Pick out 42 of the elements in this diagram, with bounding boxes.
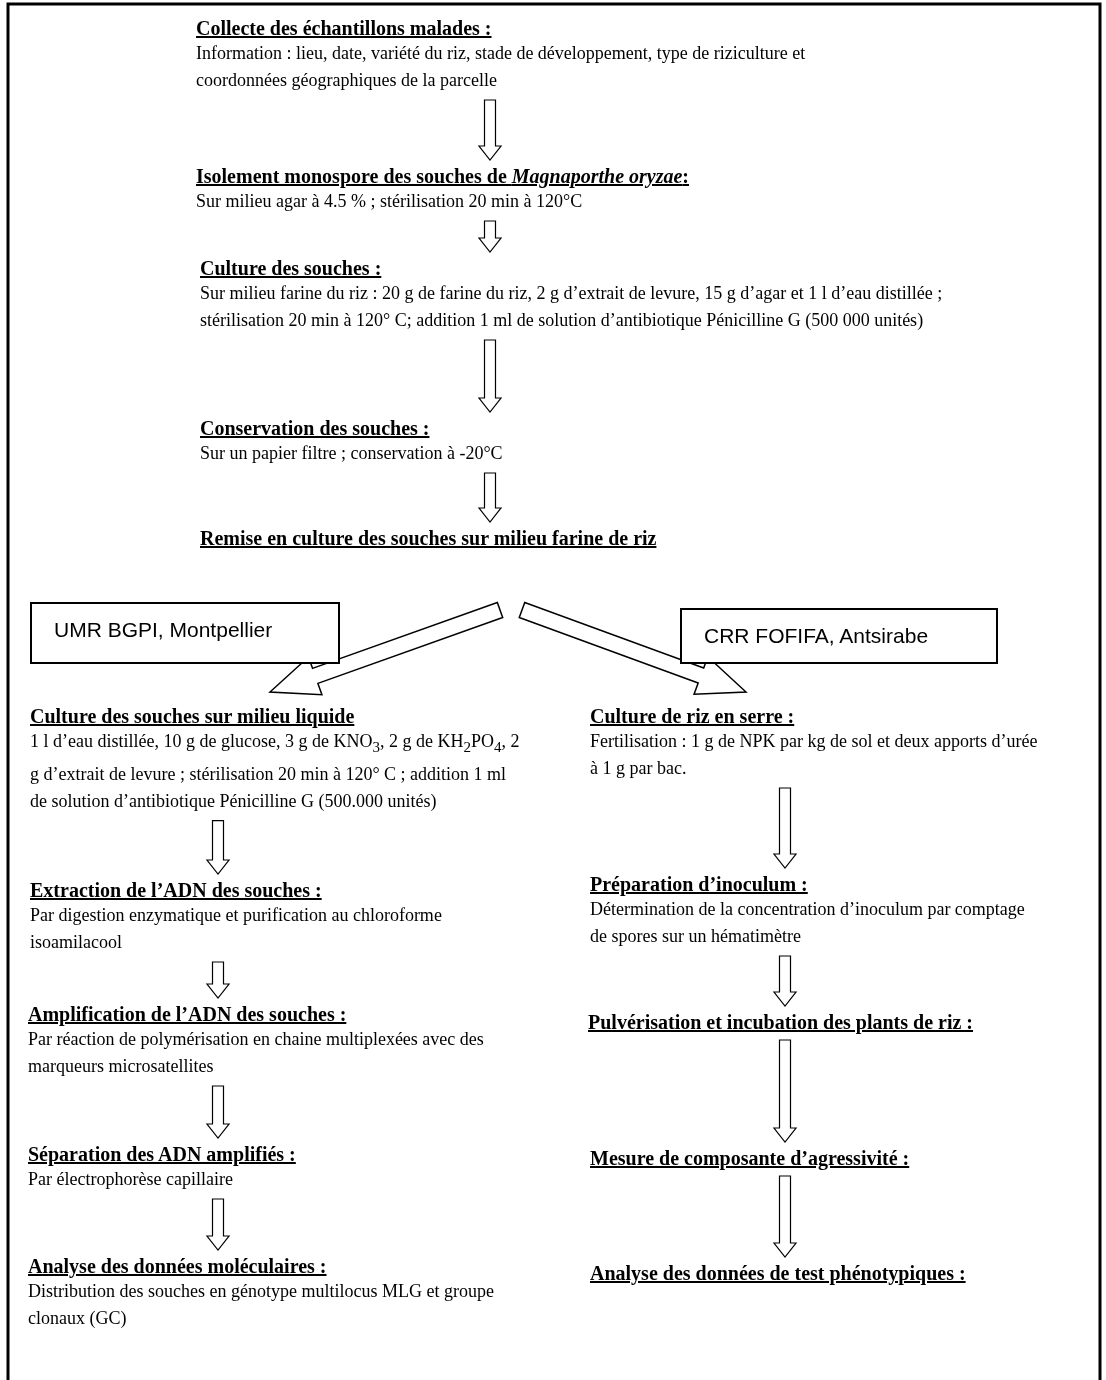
step-heading: Préparation d’inoculum : xyxy=(590,872,808,896)
arrow xyxy=(772,1039,798,1143)
step-description: Information : lieu, date, variété du riz, stade de développement, type de riziculture et coordonnées géographiques de la parcelle xyxy=(196,42,807,92)
arrow xyxy=(477,339,503,413)
step-heading: Analyse des données moléculaires : xyxy=(28,1254,327,1278)
arrow xyxy=(205,820,231,875)
arrow xyxy=(772,787,798,869)
step-heading: Analyse des données de test phénotypiques : xyxy=(590,1261,966,1285)
step-description: Par digestion enzymatique et purification au chloroforme isoamilacool xyxy=(30,904,443,954)
step-heading: Culture des souches : xyxy=(200,256,382,280)
step-description: Par électrophorèse capillaire xyxy=(28,1168,234,1191)
arrow xyxy=(772,1175,798,1258)
step-heading: Collecte des échantillons malades : xyxy=(196,16,492,40)
step-description: 1 l d’eau distillée, 10 g de glucose, 3 g de KNO$_{3}$, 2 g de KH$_{2}$PO$_{4}$, 2 g d’extrait de levure ; stérilisation 20 min à 120° C ; addition 1 ml de solution d’antibiotique Pénicilline G (500.000 unités) xyxy=(30,730,521,813)
lab-box: CRR FOFIFA, Antsirabe xyxy=(680,608,998,664)
step-description: Sur un papier filtre ; conservation à -20°C xyxy=(200,442,504,465)
block-arrow xyxy=(268,601,504,696)
step-heading: Conservation des souches : xyxy=(200,416,430,440)
arrow xyxy=(205,1085,231,1139)
arrow xyxy=(205,961,231,999)
step-heading: Extraction de l’ADN des souches : xyxy=(30,878,322,902)
arrow xyxy=(477,472,503,523)
step-heading: Mesure de composante d’agressivité : xyxy=(590,1146,910,1170)
step-description: Sur milieu farine du riz : 20 g de farine du riz, 2 g d’extrait de levure, 15 g d’agar et 1 l d’eau distillée ; stérilisation 20 min à 120° C; addition 1 ml de solution d’antibiotique Pénicilline G (500 000 unités) xyxy=(200,282,944,332)
step-heading: Culture de riz en serre : xyxy=(590,704,795,728)
step-heading: Isolement monospore des souches de Magnaporthe oryzae: xyxy=(196,164,689,188)
arrow xyxy=(205,1198,231,1251)
arrow xyxy=(772,955,798,1007)
step-description: Distribution des souches en génotype multilocus MLG et groupe clonaux (GC) xyxy=(28,1280,495,1330)
block-arrow xyxy=(518,601,748,696)
step-description: Par réaction de polymérisation en chaine multiplexées avec des marqueurs microsatellites xyxy=(28,1028,485,1078)
step-heading: Séparation des ADN amplifiés : xyxy=(28,1142,296,1166)
step-heading: Remise en culture des souches sur milieu farine de riz xyxy=(200,526,657,550)
step-description: Sur milieu agar à 4.5 % ; stérilisation 20 min à 120°C xyxy=(196,190,584,213)
step-description: Fertilisation : 1 g de NPK par kg de sol et deux apports d’urée à 1 g par bac. xyxy=(590,730,1039,780)
arrow xyxy=(477,99,503,161)
step-heading: Amplification de l’ADN des souches : xyxy=(28,1002,347,1026)
step-heading: Pulvérisation et incubation des plants de riz : xyxy=(588,1010,973,1034)
lab-box: UMR BGPI, Montpellier xyxy=(30,602,340,664)
arrow xyxy=(477,220,503,253)
step-description: Détermination de la concentration d’inoculum par comptage de spores sur un hématimètre xyxy=(590,898,1026,948)
step-heading: Culture des souches sur milieu liquide xyxy=(30,704,355,728)
